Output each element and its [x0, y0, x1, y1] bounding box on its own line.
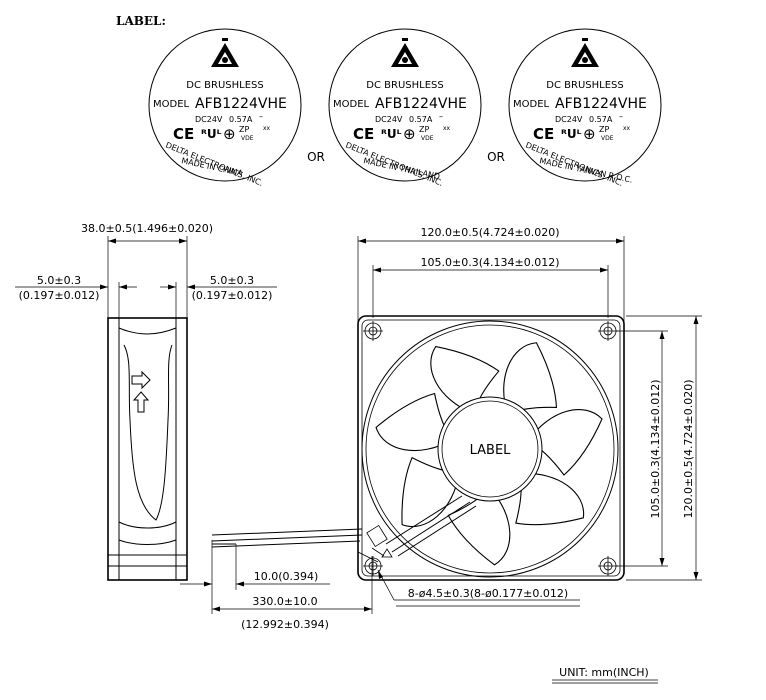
hub-label: LABEL	[470, 443, 512, 458]
label-dash: –	[259, 112, 263, 121]
label-xx: xx	[623, 125, 631, 132]
depth-dimension: 38.0±0.5(1.496±0.020)	[81, 222, 213, 235]
label-model-prefix: MODEL	[513, 99, 550, 110]
front-view: 120.0±0.5(4.724±0.020) 105.0±0.3(4.134±0…	[357, 226, 702, 581]
wire-dimensions: 10.0(0.394) 330.0±10.0 (12.992±0.394) 8-…	[180, 528, 580, 631]
ce-mark: CE	[173, 125, 194, 143]
label-rating-v: DC24V	[375, 115, 403, 124]
label-line1: DC BRUSHLESS	[186, 80, 263, 91]
label-variant-thailand: DC BRUSHLESS MODEL AFB1224VHE DC24V 0.57…	[328, 28, 482, 188]
vde-mark: VDE	[601, 135, 614, 142]
ul-mark: ᴿUᴸ	[201, 127, 222, 141]
label-rating-v: DC24V	[555, 115, 583, 124]
label-made-in: MADE IN THAILAND	[363, 156, 441, 181]
label-rating-v: DC24V	[195, 115, 223, 124]
label-dash: –	[439, 112, 443, 121]
mounting-holes-spec: 8-ø4.5±0.3(8-ø0.177±0.012)	[408, 587, 568, 600]
label-dash: –	[619, 112, 623, 121]
side-view: 38.0±0.5(1.496±0.020) 5.0±0.3 (0.197±0.0…	[15, 222, 277, 581]
label-variant-taiwan: DC BRUSHLESS MODEL AFB1224VHE DC24V 0.57…	[508, 28, 662, 188]
label-model-prefix: MODEL	[333, 99, 370, 110]
label-line1: DC BRUSHLESS	[546, 80, 623, 91]
vde-mark: VDE	[421, 135, 434, 142]
wire-length-in: (12.992±0.394)	[241, 618, 329, 631]
label-rating-a: 0.57A	[589, 115, 613, 124]
ul-mark: ᴿUᴸ	[381, 127, 402, 141]
flange-left-mm: 5.0±0.3	[37, 274, 81, 287]
label-xx: xx	[443, 125, 451, 132]
width-dimension: 120.0±0.5(4.724±0.020)	[421, 226, 560, 239]
zp-mark: ZP	[419, 125, 429, 134]
label-xx: xx	[263, 125, 271, 132]
label-line1: DC BRUSHLESS	[366, 80, 443, 91]
or-separator: OR	[487, 150, 505, 164]
label-variant-china: DC BRUSHLESS MODEL AFB1224VHE DC24V 0.57…	[148, 28, 302, 188]
label-rating-a: 0.57A	[409, 115, 433, 124]
or-separator: OR	[307, 150, 325, 164]
ce-mark: CE	[353, 125, 374, 143]
zp-mark: ZP	[599, 125, 609, 134]
flange-left-in: (0.197±0.012)	[19, 289, 100, 302]
vde-mark: VDE	[241, 135, 254, 142]
ce-mark: CE	[533, 125, 554, 143]
label-rating-a: 0.57A	[229, 115, 253, 124]
zp-mark: ZP	[239, 125, 249, 134]
csa-mark: ⊕	[403, 125, 416, 143]
height-dimension: 120.0±0.5(4.724±0.020)	[682, 380, 695, 519]
label-heading: LABEL:	[116, 14, 166, 28]
hole-pitch-dimension: 105.0±0.3(4.134±0.012)	[421, 256, 560, 269]
csa-mark: ⊕	[223, 125, 236, 143]
wire-length-mm: 330.0±10.0	[252, 595, 317, 608]
ul-mark: ᴿUᴸ	[561, 127, 582, 141]
label-model-prefix: MODEL	[153, 99, 190, 110]
label-model: AFB1224VHE	[375, 96, 467, 112]
flange-right-mm: 5.0±0.3	[210, 274, 254, 287]
flange-right-in: (0.197±0.012)	[192, 289, 273, 302]
height-pitch-dimension: 105.0±0.3(4.134±0.012)	[649, 380, 662, 519]
csa-mark: ⊕	[583, 125, 596, 143]
label-model: AFB1224VHE	[195, 96, 287, 112]
unit-note: UNIT: mm(INCH)	[559, 666, 649, 679]
label-model: AFB1224VHE	[555, 96, 647, 112]
label-made-in: MADE IN TAIWAN R.O.C.	[539, 156, 634, 185]
wire-strip-length: 10.0(0.394)	[254, 570, 319, 583]
